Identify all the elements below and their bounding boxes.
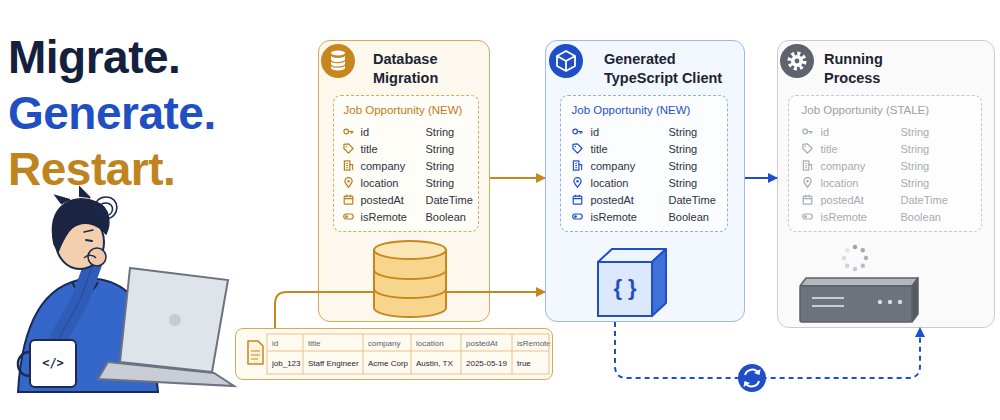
- field-type: String: [426, 126, 455, 139]
- table-cell: Acme Corp: [368, 359, 408, 369]
- schema-box: Job Opportunity (NEW)idStringtitleString…: [560, 95, 728, 232]
- panel-title: Database Migration: [373, 50, 478, 88]
- model-header: Job Opportunity (NEW): [344, 103, 463, 117]
- field-name: location: [821, 177, 859, 190]
- field-name: isRemote: [591, 211, 637, 224]
- field-type: String: [426, 160, 455, 173]
- coffee-mug: [18, 340, 76, 387]
- stage-panel: Database MigrationJob Opportunity (NEW) i…: [318, 40, 490, 322]
- field-name: id: [821, 126, 830, 139]
- table-cell: true: [517, 359, 531, 369]
- coffee-mug-part: [18, 352, 30, 376]
- table-header: id: [272, 339, 278, 349]
- field-type: String: [426, 143, 455, 156]
- flow-arrow: [615, 322, 920, 378]
- field-name: isRemote: [361, 211, 407, 224]
- field-type: String: [426, 177, 455, 190]
- developer-illustration-part: [86, 240, 92, 241]
- developer-illustration-part: [55, 264, 93, 345]
- refresh-icon-part: [738, 364, 766, 392]
- field-name: company: [591, 160, 636, 173]
- field-type: DateTime: [669, 194, 716, 207]
- field-name: isRemote: [821, 211, 867, 224]
- table-cell: 2025-05-19: [466, 359, 507, 369]
- data-table: id title company location postedAt isRemote jo…: [235, 328, 553, 380]
- panel-title: Running Process: [824, 50, 899, 88]
- field-type: String: [669, 143, 698, 156]
- table-cell: Austin, TX: [416, 359, 453, 369]
- schema-box: Job Opportunity (NEW)idStringtitleString…: [333, 95, 479, 232]
- table-cell: job_123: [272, 359, 300, 369]
- model-header: Job Opportunity (NEW): [572, 103, 691, 117]
- refresh-icon: [738, 364, 766, 392]
- stage-panel: Generated TypeScript ClientJob Opportuni…: [545, 40, 745, 322]
- refresh-icon-part: [754, 369, 761, 375]
- table-header: location: [416, 339, 444, 349]
- field-type: String: [669, 160, 698, 173]
- refresh-icon-part: [746, 381, 760, 386]
- laptop-illustration: [98, 268, 234, 386]
- field-type: String: [901, 160, 930, 173]
- developer-illustration-part: [95, 197, 117, 219]
- code-braces: { }: [598, 274, 652, 302]
- field-name: postedAt: [821, 194, 864, 207]
- field-name: title: [361, 143, 378, 156]
- panel-title: Generated TypeScript Client: [604, 50, 734, 88]
- table-header: isRemote: [517, 339, 551, 349]
- field-name: company: [821, 160, 866, 173]
- field-name: title: [821, 143, 838, 156]
- field-type: Boolean: [901, 211, 941, 224]
- table-header: postedAt: [466, 339, 498, 349]
- field-type: DateTime: [901, 194, 948, 207]
- field-type: Boolean: [669, 211, 709, 224]
- field-type: DateTime: [426, 194, 473, 207]
- field-name: title: [591, 143, 608, 156]
- schema-box: Job Opportunity (STALE)idStringtitleStri…: [788, 95, 982, 232]
- heading-word: Generate.: [8, 88, 216, 138]
- laptop-illustration-part: [120, 268, 228, 372]
- field-type: String: [901, 177, 930, 190]
- model-header: Job Opportunity (STALE): [802, 103, 930, 117]
- field-type: String: [901, 143, 930, 156]
- field-type: Boolean: [426, 211, 466, 224]
- refresh-icon-part: [745, 370, 759, 375]
- field-name: location: [591, 177, 629, 190]
- field-name: id: [361, 126, 370, 139]
- field-name: postedAt: [361, 194, 404, 207]
- heading-word: Restart.: [8, 144, 175, 194]
- developer-illustration-part: [88, 248, 106, 266]
- table-header: title: [308, 339, 320, 349]
- heading-word: Migrate.: [8, 32, 180, 82]
- laptop-illustration-part: [169, 314, 181, 326]
- mug-text: </>: [30, 355, 76, 371]
- field-name: company: [361, 160, 406, 173]
- field-type: String: [901, 126, 930, 139]
- table-cell: Staff Engineer: [308, 359, 359, 369]
- developer-illustration-part: [84, 255, 96, 258]
- flow-arrow: [745, 177, 777, 179]
- developer-illustration-part: [55, 264, 93, 345]
- field-name: postedAt: [591, 194, 634, 207]
- field-type: String: [669, 126, 698, 139]
- stage-panel: Running ProcessJob Opportunity (STALE) id…: [777, 40, 995, 328]
- table-header: company: [368, 339, 400, 349]
- developer-illustration-part: [84, 230, 93, 232]
- field-name: id: [591, 126, 600, 139]
- refresh-icon-part: [744, 381, 751, 387]
- coffee-mug-part: [30, 340, 76, 387]
- laptop-illustration-part: [98, 362, 234, 386]
- field-type: String: [669, 177, 698, 190]
- field-name: location: [361, 177, 399, 190]
- flow-arrow: [490, 177, 545, 179]
